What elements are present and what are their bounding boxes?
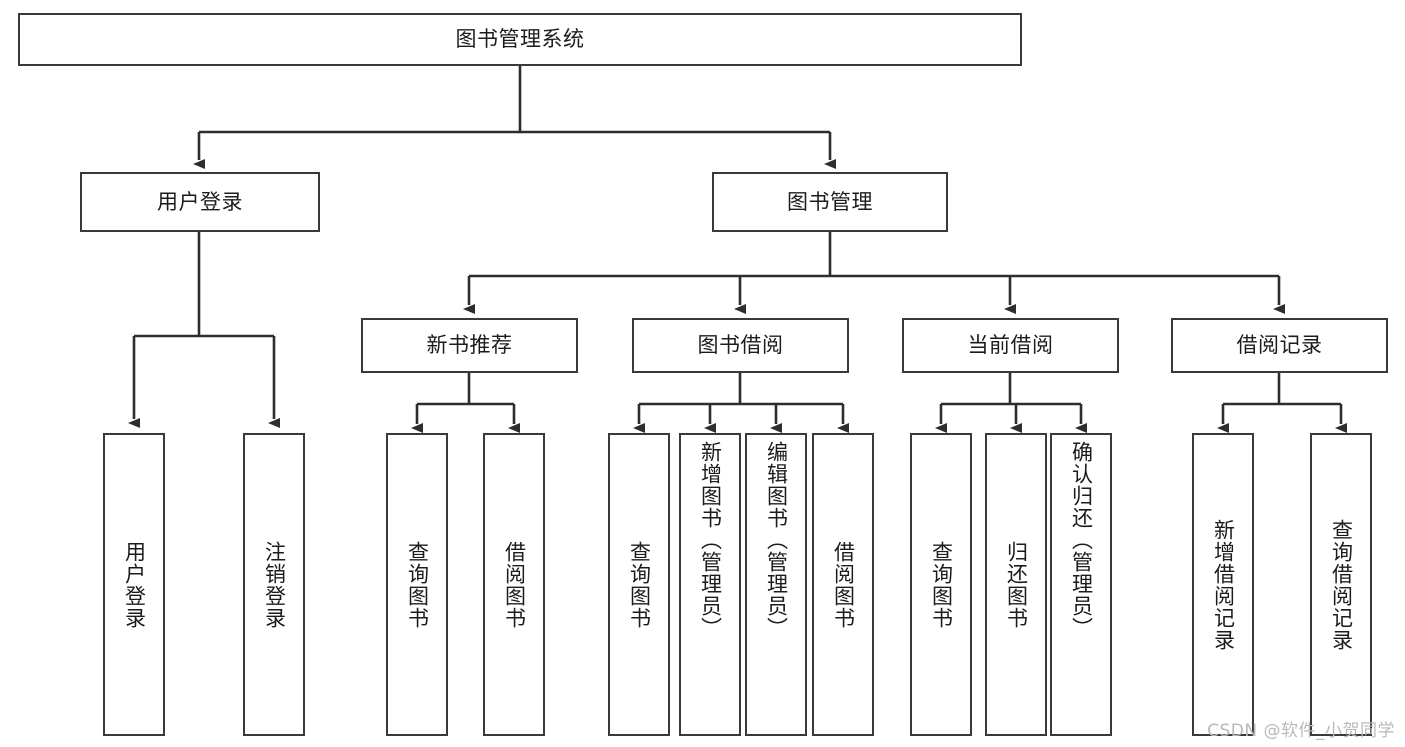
node-label: 查询图书 — [929, 540, 954, 629]
node-label: 图书管理系统 — [455, 27, 585, 52]
node-label: 归还图书 — [1004, 540, 1029, 629]
node-label: 查询图书 — [405, 540, 430, 629]
leaf-query-borrow-record[interactable]: 查询借阅记录 — [1310, 433, 1372, 736]
node-label: 查询图书 — [627, 540, 652, 629]
node-label: 用户登录 — [157, 189, 243, 214]
node-label: 新书推荐 — [426, 333, 513, 358]
node-borrow-record[interactable]: 借阅记录 — [1171, 318, 1388, 373]
node-new-book-recommend[interactable]: 新书推荐 — [361, 318, 578, 373]
node-label: 新增图书（管理员） — [698, 441, 723, 639]
node-root-system[interactable]: 图书管理系统 — [18, 13, 1022, 66]
leaf-user-login[interactable]: 用户登录 — [103, 433, 165, 736]
node-label: 借阅图书 — [831, 540, 856, 629]
node-book-borrow[interactable]: 图书借阅 — [632, 318, 849, 373]
node-label: 编辑图书（管理员） — [764, 441, 789, 639]
node-label: 用户登录 — [122, 540, 147, 629]
leaf-borrow-book[interactable]: 借阅图书 — [812, 433, 874, 736]
watermark-text: CSDN @软件_小贺同学 — [1207, 721, 1395, 741]
node-label: 当前借阅 — [967, 333, 1054, 358]
leaf-query-book-borrow[interactable]: 查询图书 — [608, 433, 670, 736]
leaf-return-book[interactable]: 归还图书 — [985, 433, 1047, 736]
node-current-borrow[interactable]: 当前借阅 — [902, 318, 1119, 373]
node-label: 新增借阅记录 — [1211, 518, 1236, 651]
node-user-login[interactable]: 用户登录 — [80, 172, 320, 232]
leaf-add-borrow-record[interactable]: 新增借阅记录 — [1192, 433, 1254, 736]
node-label: 借阅记录 — [1236, 333, 1323, 358]
leaf-edit-book-admin[interactable]: 编辑图书（管理员） — [745, 433, 807, 736]
node-label: 注销登录 — [262, 540, 287, 629]
leaf-logout[interactable]: 注销登录 — [243, 433, 305, 736]
node-label: 图书借阅 — [697, 333, 784, 358]
leaf-query-book-recommend[interactable]: 查询图书 — [386, 433, 448, 736]
node-label: 查询借阅记录 — [1329, 518, 1354, 651]
leaf-confirm-return-admin[interactable]: 确认归还（管理员） — [1050, 433, 1112, 736]
node-label: 确认归还（管理员） — [1069, 441, 1094, 639]
node-book-manage[interactable]: 图书管理 — [712, 172, 948, 232]
leaf-query-book-current[interactable]: 查询图书 — [910, 433, 972, 736]
node-label: 借阅图书 — [502, 540, 527, 629]
node-label: 图书管理 — [787, 189, 873, 214]
leaf-add-book-admin[interactable]: 新增图书（管理员） — [679, 433, 741, 736]
leaf-borrow-book-recommend[interactable]: 借阅图书 — [483, 433, 545, 736]
